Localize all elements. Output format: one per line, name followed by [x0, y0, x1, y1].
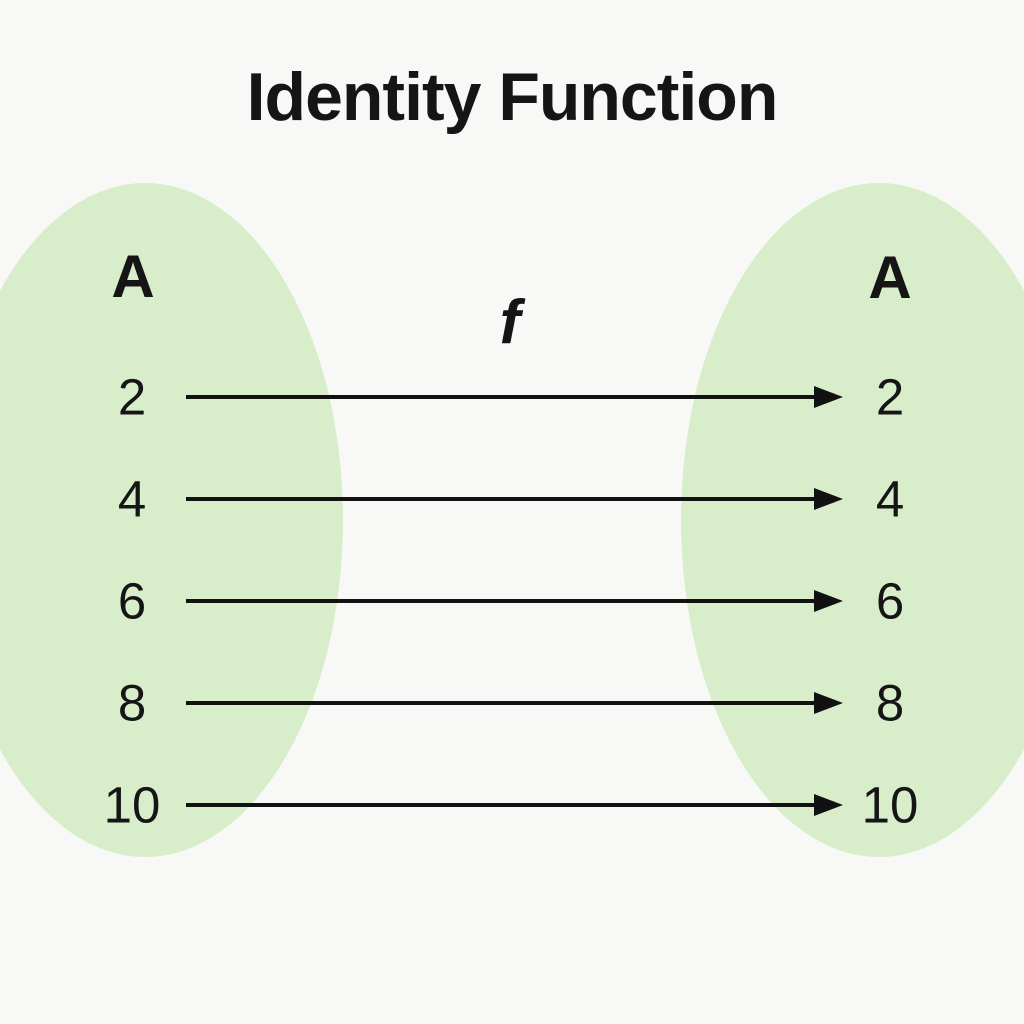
domain-set-ellipse	[0, 183, 343, 857]
codomain-element: 10	[861, 776, 919, 834]
function-name-label: f	[499, 288, 521, 357]
codomain-element: 4	[875, 470, 905, 528]
mapping-arrow-line	[186, 701, 816, 705]
arrow-head-icon	[814, 590, 843, 612]
arrow-head-icon	[814, 488, 843, 510]
codomain-set-ellipse	[681, 183, 1024, 857]
domain-element: 8	[117, 674, 147, 732]
domain-element: 10	[103, 776, 161, 834]
arrow-head-icon	[814, 692, 843, 714]
mapping-arrow-line	[186, 497, 816, 501]
arrow-head-icon	[814, 386, 843, 408]
codomain-set-label: A	[868, 244, 912, 311]
domain-set-label: A	[111, 243, 155, 310]
mapping-arrow-line	[186, 395, 816, 399]
mapping-arrow-line	[186, 599, 816, 603]
mapping-arrow-line	[186, 803, 816, 807]
domain-element: 4	[117, 470, 147, 528]
codomain-element: 6	[875, 572, 905, 630]
codomain-element: 8	[875, 674, 905, 732]
diagram-title: Identity Function	[246, 59, 779, 135]
domain-element: 6	[117, 572, 147, 630]
arrow-head-icon	[814, 794, 843, 816]
codomain-element: 2	[875, 368, 905, 426]
domain-element: 2	[117, 368, 147, 426]
